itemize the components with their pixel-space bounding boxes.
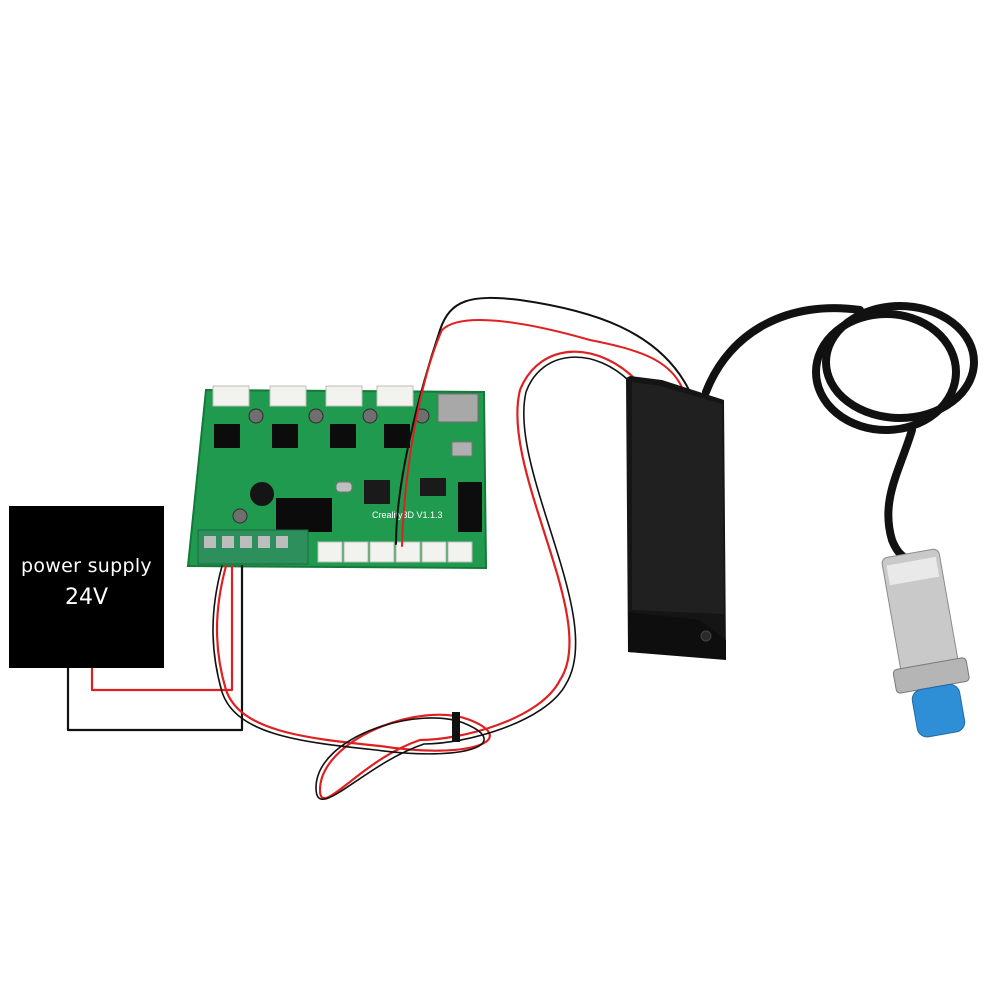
terminal-screw (276, 536, 288, 548)
capacitor (248, 408, 264, 424)
lcd-header (458, 482, 482, 532)
connector (369, 541, 395, 563)
power-supply-label: power supply (21, 555, 152, 577)
connector (325, 385, 363, 407)
capacitor (232, 508, 248, 524)
signal-wire-red (401, 318, 685, 547)
signal-wire-black (395, 296, 691, 545)
capacitor (362, 408, 378, 424)
terminal-screw (222, 536, 234, 548)
connector (317, 541, 343, 563)
sensor-cable (702, 304, 864, 396)
relay-module-tab (628, 612, 726, 660)
power-supply-box: power supply 24V (9, 506, 164, 668)
heatsink (272, 424, 298, 448)
crystal (335, 481, 353, 493)
mainboard: Creality3D V1.1.3 (186, 385, 488, 570)
terminal-screw (204, 536, 216, 548)
sd-slot (437, 393, 479, 423)
board-silkscreen: Creality3D V1.1.3 (372, 510, 443, 520)
connector (421, 541, 447, 563)
sensor-label (886, 556, 940, 586)
connector (212, 385, 250, 407)
connector (376, 385, 414, 407)
usb-chip (420, 478, 446, 496)
sensor-cable (884, 426, 920, 564)
terminal-screw (258, 536, 270, 548)
cable-coil (812, 310, 960, 434)
connector (395, 541, 421, 563)
wires (66, 296, 691, 801)
inductor (250, 482, 274, 506)
connector (447, 541, 473, 563)
usb-port (451, 441, 473, 457)
connector (269, 385, 307, 407)
microcontroller-chip (364, 480, 390, 504)
capacitor (308, 408, 324, 424)
loop-wire-red (215, 350, 642, 800)
power-wire-red (90, 564, 234, 692)
power-wire-black (66, 564, 244, 732)
heatsink (214, 424, 240, 448)
mount-hole (700, 630, 712, 642)
terminal-screw (240, 536, 252, 548)
cable-tie (452, 712, 460, 742)
power-terminal (197, 529, 309, 565)
loop-wire-black (212, 356, 633, 801)
connector (343, 541, 369, 563)
heatsink (330, 424, 356, 448)
mosfet-heatsink (276, 498, 332, 532)
heatsink (384, 424, 410, 448)
relay-module-face (632, 382, 724, 614)
proximity-sensor (702, 302, 978, 738)
cable-coil (822, 302, 978, 422)
power-supply-voltage: 24V (64, 585, 109, 610)
relay-module (626, 376, 726, 660)
sensor-cap (911, 684, 966, 738)
sensor-body (881, 548, 970, 738)
